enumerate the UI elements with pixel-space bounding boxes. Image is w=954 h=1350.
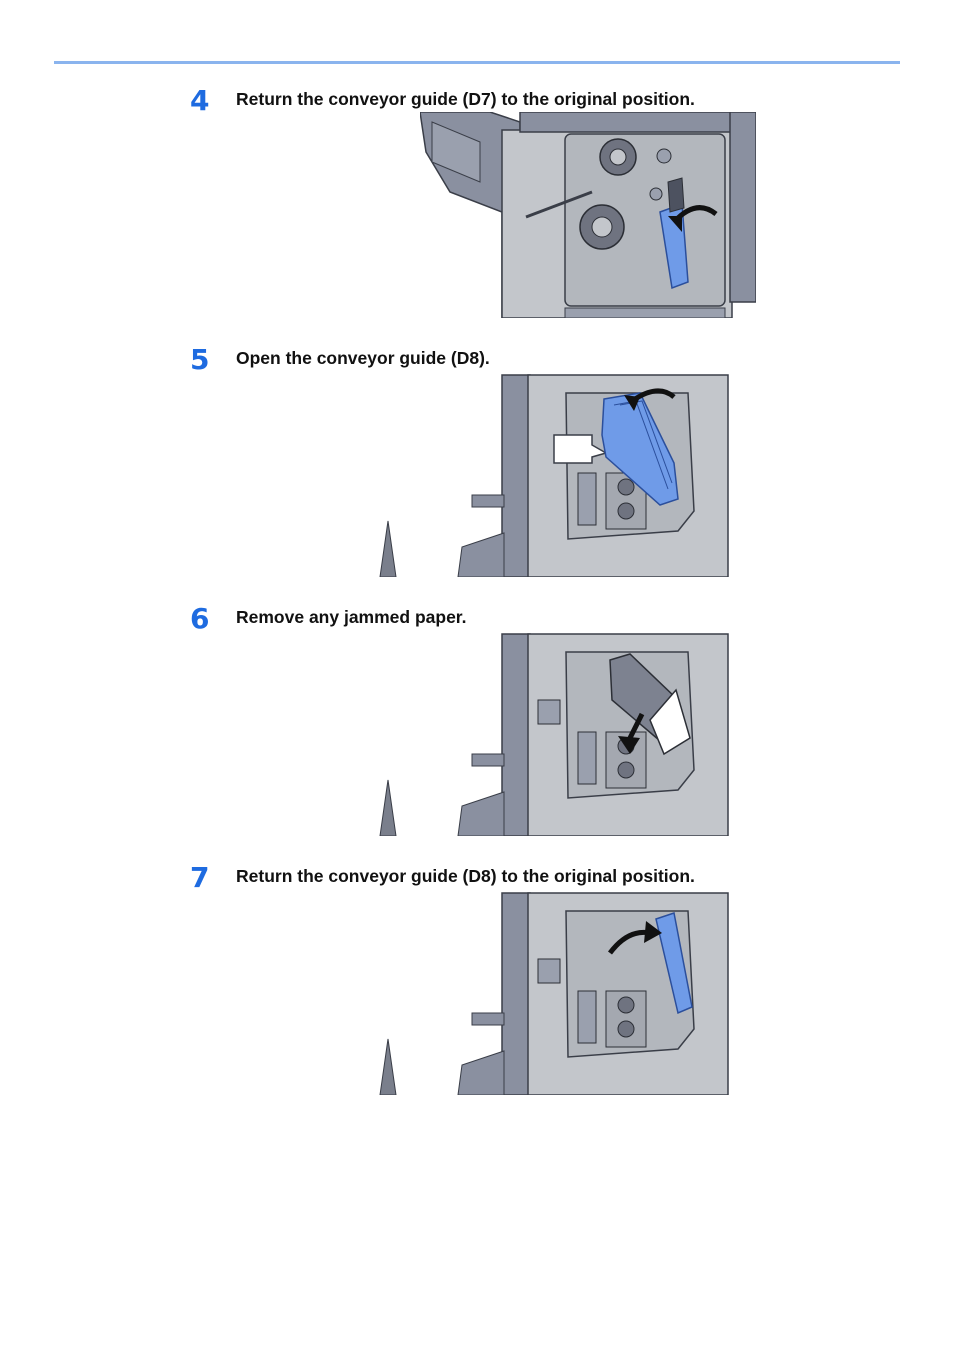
step-number: 5 bbox=[190, 343, 210, 376]
conveyor-guide-d8-open-illustration bbox=[379, 374, 729, 577]
step-number: 6 bbox=[190, 602, 210, 635]
conveyor-guide-d7-close-illustration bbox=[420, 112, 756, 318]
step-number: 4 bbox=[190, 84, 210, 117]
step-instruction: Open the conveyor guide (D8). bbox=[236, 348, 490, 368]
remove-jammed-paper-illustration bbox=[379, 633, 729, 836]
header-rule bbox=[54, 61, 900, 64]
step-instruction: Return the conveyor guide (D8) to the or… bbox=[236, 866, 695, 886]
step-instruction: Remove any jammed paper. bbox=[236, 607, 467, 627]
step-number: 7 bbox=[190, 861, 210, 894]
conveyor-guide-d8-close-illustration bbox=[379, 892, 729, 1095]
step-instruction: Return the conveyor guide (D7) to the or… bbox=[236, 89, 695, 109]
